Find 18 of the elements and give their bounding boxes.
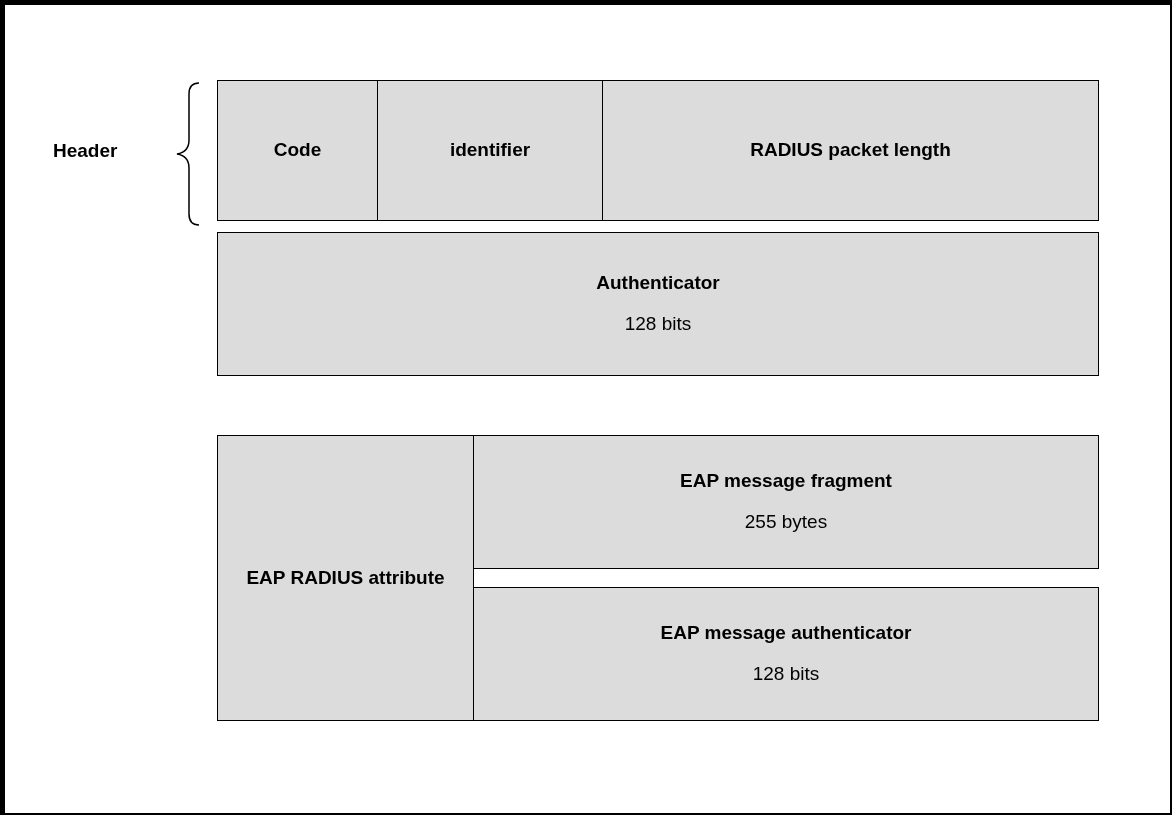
field-size: 255 bytes [744, 511, 828, 534]
field-box [217, 232, 1099, 376]
header-label: Header [53, 140, 118, 162]
field-name: EAP RADIUS attribute [246, 566, 445, 590]
field-size: 128 bits [624, 313, 692, 336]
field-box [602, 80, 1099, 221]
field-box [217, 435, 474, 721]
field-name: EAP message fragment [680, 470, 892, 493]
field-size: 128 bits [752, 663, 820, 686]
field-box [217, 80, 378, 221]
field-box [473, 435, 1099, 569]
field-name: Code [273, 139, 322, 162]
field-box [473, 587, 1099, 721]
field-name: EAP message authenticator [660, 622, 912, 645]
field-name: RADIUS packet length [750, 139, 951, 162]
field-box [377, 80, 603, 221]
field-name: identifier [449, 139, 531, 162]
field-name: Authenticator [596, 272, 720, 295]
